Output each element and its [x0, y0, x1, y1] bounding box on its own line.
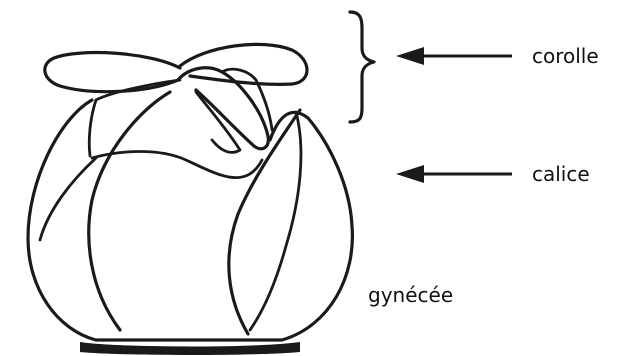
corolla-petal-inner [196, 92, 240, 152]
label-gynecee: gynécée [368, 283, 453, 307]
arrow-corolle-icon [396, 47, 512, 65]
curly-bracket-icon [350, 12, 374, 122]
calyx-outer [28, 100, 352, 340]
corolla-petal-right [180, 44, 307, 84]
flower-drawing [28, 44, 352, 355]
arrow-calice-icon [396, 165, 512, 183]
label-calice: calice [532, 162, 590, 186]
label-corolle: corolle [532, 44, 599, 68]
sepal-center [89, 92, 170, 330]
sepal-center-edge [92, 152, 262, 178]
corolla-petal-left [45, 53, 180, 92]
receptacle-base [80, 342, 300, 355]
sepal-right [229, 110, 300, 334]
